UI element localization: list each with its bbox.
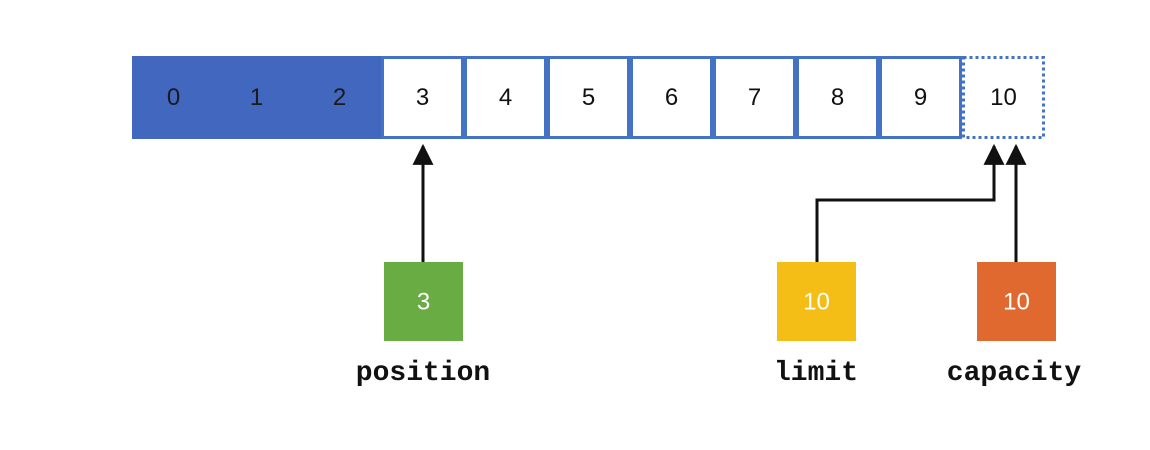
buffer-cell-index: 10 (990, 84, 1017, 111)
buffer-cells: 0 1 2 3 4 5 6 7 8 9 10 (132, 56, 1045, 139)
buffer-cell-box (713, 56, 796, 139)
buffer-cell-index: 7 (748, 84, 761, 111)
limit-box (777, 262, 856, 341)
buffer-cell-index: 3 (416, 84, 429, 111)
limit-label: limit (774, 358, 858, 389)
buffer-cell-index: 6 (665, 84, 678, 111)
capacity-box (977, 262, 1056, 341)
buffer-cell-index: 4 (499, 84, 512, 111)
position-box (384, 262, 463, 341)
pointer-arrows (412, 143, 1027, 262)
buffer-cell-index: 1 (250, 84, 263, 111)
buffer-cell-box (547, 56, 630, 139)
buffer-cell-box (464, 56, 547, 139)
buffer-cell-box (962, 56, 1045, 139)
filled-region (132, 56, 381, 139)
position-value: 3 (417, 289, 430, 316)
limit-arrow (815, 143, 1005, 262)
limit-pointer: 10 limit (774, 262, 858, 389)
buffer-cell-box (796, 56, 879, 139)
position-pointer: 3 position (356, 262, 490, 389)
buffer-cell-index: 8 (831, 84, 844, 111)
capacity-pointer: 10 capacity (947, 262, 1082, 389)
buffer-cell-index: 5 (582, 84, 595, 111)
buffer-cell-index: 9 (914, 84, 927, 111)
capacity-value: 10 (1003, 289, 1030, 316)
buffer-cell-index: 2 (333, 84, 346, 111)
buffer-cell-box (879, 56, 962, 139)
buffer-cell-box (381, 56, 464, 139)
buffer-cell-box (630, 56, 713, 139)
position-label: position (356, 358, 490, 389)
capacity-label: capacity (947, 358, 1082, 389)
limit-value: 10 (803, 289, 830, 316)
buffer-cell-index: 0 (167, 84, 180, 111)
